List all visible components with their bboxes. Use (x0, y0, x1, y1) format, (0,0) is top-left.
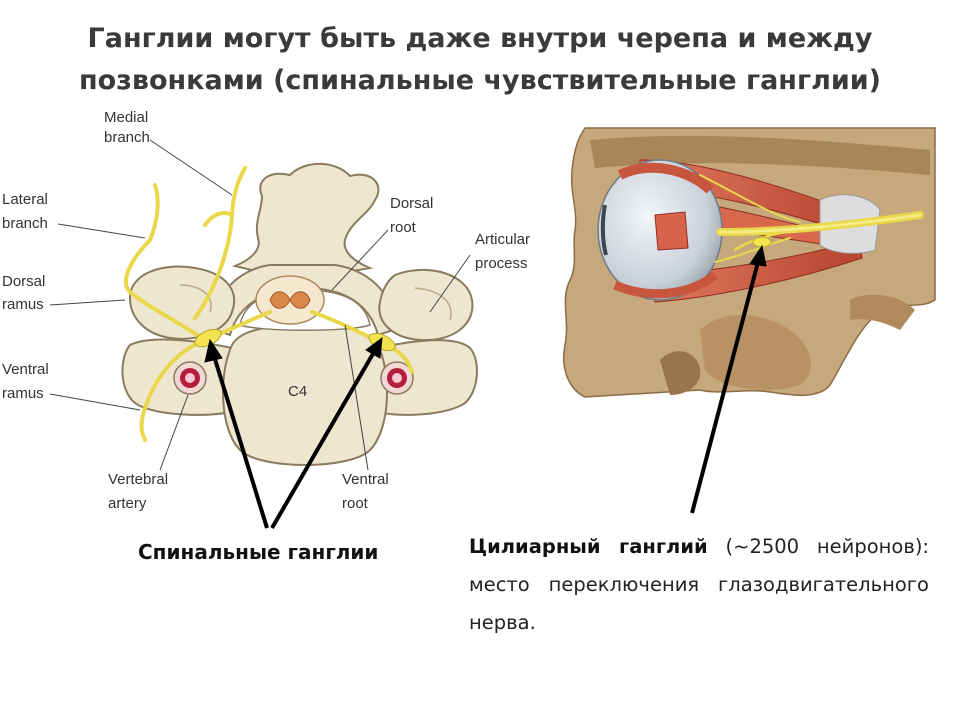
label-lateral-branch-1: Lateral (2, 191, 48, 208)
label-lateral-branch-2: branch (2, 215, 48, 232)
label-vertebral-artery-1: Vertebral (108, 471, 168, 488)
label-vertebral-artery-2: artery (108, 495, 147, 512)
arrow-ciliary-ganglion (690, 261, 760, 514)
vertebra-level-label: C4 (288, 383, 307, 400)
label-medial-branch-2: branch (104, 129, 150, 146)
vertebra-illustration: C4 Medial branch Lateral (2, 109, 530, 512)
spinous-process (231, 162, 380, 276)
right-articular-mass (378, 268, 474, 342)
label-dorsal-ramus-1: Dorsal (2, 273, 45, 290)
label-medial-branch-1: Medial (104, 109, 148, 126)
ciliary-ganglion-description: (~2500 нейронов): место переключения гла… (469, 535, 930, 634)
title-line-1: Ганглии могут быть даже внутри черепа и … (87, 23, 873, 54)
label-ventral-ramus-2: ramus (2, 385, 44, 402)
left-articular-mass (128, 265, 236, 340)
orbital-nerves (699, 174, 924, 263)
arrow-right-ganglion (270, 350, 376, 530)
label-ventral-root-2: root (342, 495, 369, 512)
ciliary-ganglion-caption: Цилиарный ганглий (~2500 нейронов): мест… (469, 528, 929, 642)
slide-title: Ганглии могут быть даже внутри черепа и … (0, 18, 960, 102)
arrow-left-ganglion (212, 355, 269, 529)
right-transverse-process (369, 339, 478, 416)
title-line-2: позвонками (спинальные чувствительные га… (78, 65, 882, 96)
label-ventral-root-1: Ventral (342, 471, 389, 488)
label-dorsal-root-1: Dorsal (390, 195, 433, 212)
label-dorsal-root-2: root (390, 219, 417, 236)
orbit-illustration (563, 127, 936, 398)
eye-muscle-insertion (654, 211, 689, 251)
ciliary-ganglion-term: Цилиарный ганглий (469, 535, 708, 558)
label-dorsal-ramus-2: ramus (2, 296, 44, 313)
spinal-ganglia-caption: Спинальные ганглии (138, 540, 379, 564)
label-articular-process-2: process (475, 255, 528, 272)
pointer-arrows (204, 244, 767, 530)
label-leader-lines (49, 139, 471, 471)
label-articular-process-1: Articular (475, 231, 530, 248)
label-ventral-ramus-1: Ventral (2, 361, 49, 378)
